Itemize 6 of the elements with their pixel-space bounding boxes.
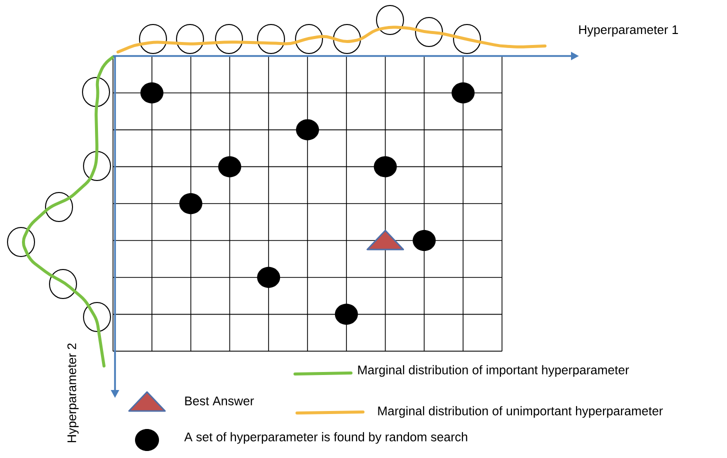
- axis-label: Hyperparameter 2: [67, 343, 79, 442]
- legend-label: A set of hyperparameter is found by random search: [184, 432, 468, 444]
- legend-label: Best Answer: [185, 396, 254, 406]
- legend-label: Marginal distribution of important hyperparameter: [358, 365, 629, 377]
- legend-label: Marginal distribution of unimportant hyperparameter: [378, 406, 663, 418]
- axis-label: Hyperparameter 1: [579, 25, 678, 37]
